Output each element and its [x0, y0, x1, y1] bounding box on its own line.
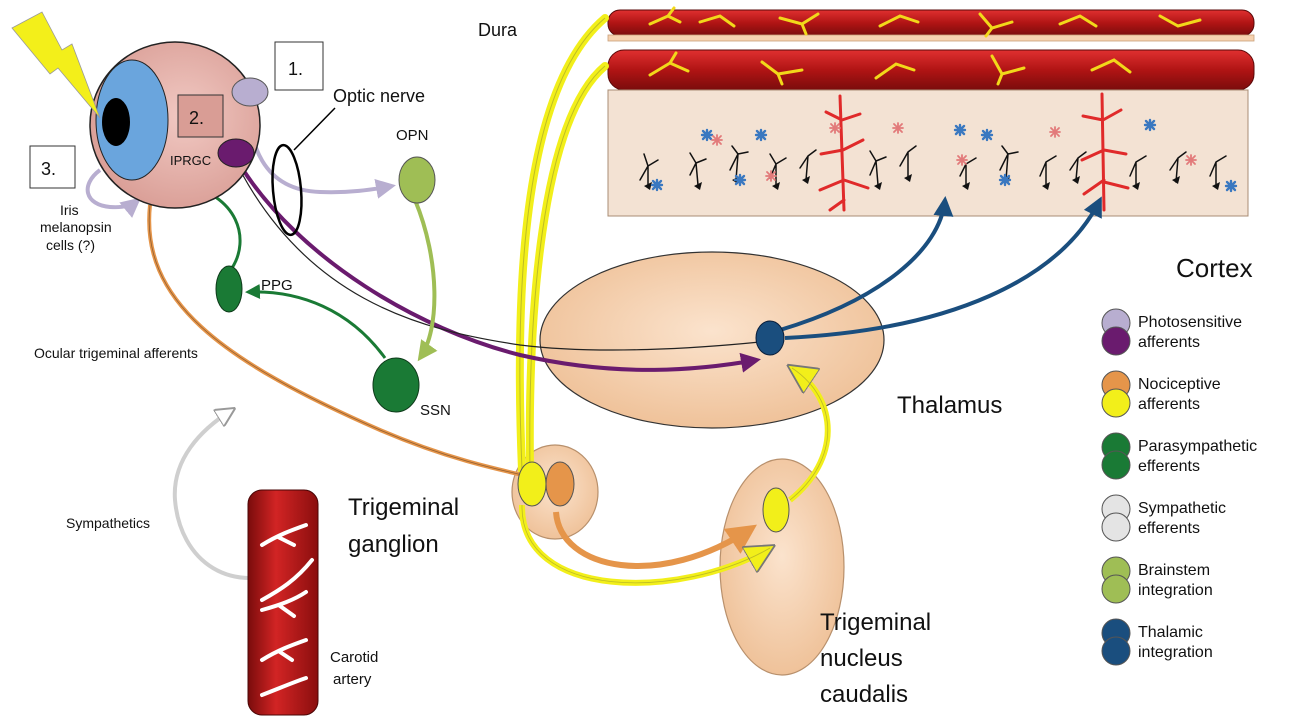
box-2-label: 2. [189, 108, 204, 128]
legend-item: Brainstem integration [1101, 556, 1213, 604]
box-1-label: 1. [288, 59, 303, 79]
box-3-label: 3. [41, 159, 56, 179]
iris-melanopsin-arrow [85, 168, 142, 218]
dura-vessel-top [607, 6, 1255, 42]
opn-node [398, 156, 436, 204]
ganglion-node-yellow [517, 461, 547, 507]
optic-nerve-ring [271, 143, 303, 237]
carotid-artery [247, 489, 319, 716]
label-sympathetics: Sympathetics [66, 515, 150, 531]
label-ssn: SSN [420, 402, 451, 419]
label-iris-1: Iris [60, 202, 79, 218]
light-bolt-icon [11, 11, 101, 119]
ganglion-to-tnc-orange [553, 511, 757, 569]
legend-item: Sympathetic efferents [1101, 494, 1226, 542]
cortex-panel [607, 89, 1249, 217]
label-iris-2: melanopsin [40, 219, 112, 235]
photosensitive-to-opn [246, 104, 396, 199]
legend-label-line2: afferents [1138, 334, 1200, 351]
legend: PhotosensitiveafferentsNociceptiveaffere… [1101, 308, 1257, 666]
label-ppg: PPG [261, 277, 293, 294]
legend-swatch-b [1101, 388, 1131, 418]
legend-item: Thalamic integration [1101, 618, 1213, 666]
box-2: 2. [177, 94, 224, 138]
tnc-node [762, 487, 790, 533]
legend-label-line1: Photosensitive [1138, 314, 1242, 331]
legend-label-line2: integration [1138, 644, 1213, 661]
ocular-trigeminal-afferent [147, 204, 546, 482]
photosensitive-cell-light [231, 77, 269, 107]
thalamus-to-cortex-left [779, 196, 954, 332]
label-tnc-1: Trigeminal [820, 609, 931, 636]
opn-to-ssn [413, 199, 438, 362]
ssn-node [372, 357, 420, 413]
eye [89, 41, 261, 209]
legend-label-line2: afferents [1138, 396, 1200, 413]
legend-swatch-b [1101, 450, 1131, 480]
pupil [102, 98, 130, 146]
legend-label-line2: integration [1138, 582, 1213, 599]
iprgc-cell [217, 138, 255, 168]
label-iris-3: cells (?) [46, 237, 95, 253]
label-tnc-2: nucleus [820, 645, 903, 672]
box-1: 1. [274, 41, 324, 91]
thalamic-node [755, 320, 785, 356]
label-cortex: Cortex [1176, 253, 1253, 283]
label-optic-nerve: Optic nerve [333, 86, 425, 106]
thalamus-to-cortex-right [784, 196, 1102, 340]
box-3: 3. [29, 145, 76, 189]
label-tnc-3: caudalis [820, 681, 908, 708]
label-trigeminal-ganglion-1: Trigeminal [348, 494, 459, 521]
legend-label-line1: Sympathetic [1138, 500, 1226, 517]
dura-vessel-bottom [607, 49, 1255, 91]
legend-item: Photosensitive afferents [1101, 308, 1242, 356]
label-iprgc: IPRGC [170, 153, 211, 168]
label-thalamus: Thalamus [897, 392, 1002, 419]
legend-label-line2: efferents [1138, 458, 1200, 475]
legend-swatch-b [1101, 636, 1131, 666]
label-ocular-trigeminal: Ocular trigeminal afferents [34, 345, 198, 361]
ssn-to-ppg [245, 284, 387, 359]
legend-label-line1: Thalamic [1138, 624, 1203, 641]
label-trigeminal-ganglion-2: ganglion [348, 531, 439, 558]
legend-label-line1: Brainstem [1138, 562, 1210, 579]
legend-swatch-b [1101, 512, 1131, 542]
label-carotid-1: Carotid [330, 649, 378, 666]
ppg-node [215, 265, 243, 313]
legend-item: Nociceptive afferents [1101, 370, 1221, 418]
legend-item: Parasympathetic efferents [1101, 432, 1257, 480]
legend-swatch-b [1101, 574, 1131, 604]
legend-label-line1: Parasympathetic [1138, 438, 1257, 455]
legend-swatch-b [1101, 326, 1131, 356]
thalamus-region [539, 251, 885, 429]
iris [95, 59, 169, 181]
label-opn: OPN [396, 127, 429, 144]
legend-label-line1: Nociceptive [1138, 376, 1221, 393]
label-dura: Dura [478, 20, 518, 40]
legend-label-line2: efferents [1138, 520, 1200, 537]
iprgc-to-thalamus [238, 163, 761, 373]
ganglion-node-orange [545, 461, 575, 507]
label-carotid-2: artery [333, 671, 372, 688]
